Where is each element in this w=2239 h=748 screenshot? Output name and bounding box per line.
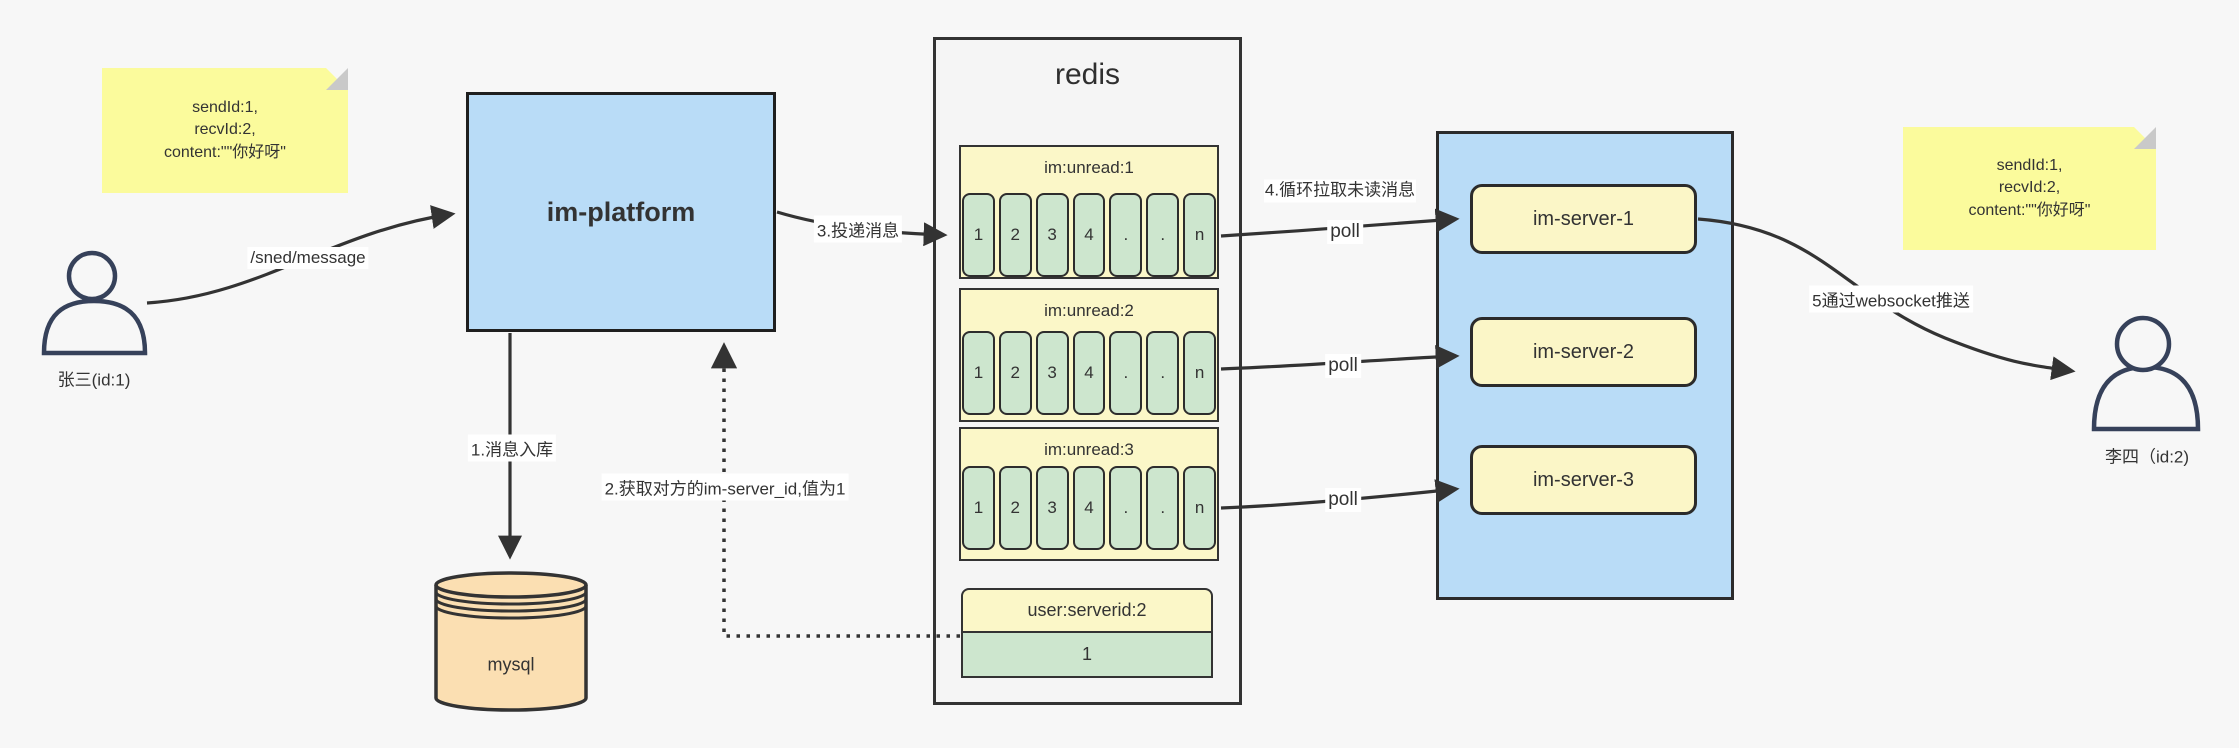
unread-list-1-header: im:unread:1	[1044, 158, 1134, 177]
unread-list-1-cells: 1 2 3 4 . . n	[962, 193, 1217, 277]
note-line: recvId:2,	[1998, 179, 2061, 197]
list-cell: 2	[998, 331, 1032, 415]
im-server-1-label: im-server-1	[1532, 207, 1635, 230]
note-line: content:""你好呀"	[164, 143, 286, 161]
unread-list-3-header: im:unread:3	[1044, 440, 1134, 459]
note-fold-icon	[326, 68, 348, 90]
note-line: sendId:1,	[1996, 157, 2063, 175]
list-cell: 4	[1072, 331, 1106, 415]
edge-label-get-serverid: 2.获取对方的im-server_id,值为1	[601, 473, 849, 501]
list-cell: 3	[1035, 193, 1069, 277]
im-server-2-label: im-server-2	[1532, 340, 1635, 363]
im-platform-label: im-platform	[546, 196, 696, 227]
sticky-note-left: sendId:1, recvId:2, content:""你好呀"	[102, 68, 348, 193]
list-cell: .	[1109, 466, 1143, 550]
edge-label-poll-3: poll	[1325, 488, 1361, 512]
list-cell: 3	[1035, 466, 1069, 550]
im-server-1-box: im-server-1	[1470, 184, 1697, 254]
list-cell: n	[1183, 193, 1217, 277]
sender-label: 张三(id:1)	[57, 370, 131, 390]
list-cell: 2	[998, 193, 1032, 277]
list-cell: .	[1109, 331, 1143, 415]
note-line: content:""你好呀"	[1968, 201, 2091, 219]
sender-person-icon	[41, 250, 148, 356]
list-cell: .	[1109, 193, 1143, 277]
im-server-3-label: im-server-3	[1532, 468, 1635, 491]
receiver-person-icon	[2091, 315, 2201, 432]
mysql-database-cylinder-icon	[434, 571, 588, 712]
mysql-label: mysql	[487, 654, 535, 675]
unread-list-3-cells: 1 2 3 4 . . n	[962, 466, 1217, 550]
list-cell: 2	[998, 466, 1032, 550]
list-cell: n	[1183, 331, 1217, 415]
edge-label-poll-1: poll	[1327, 220, 1363, 244]
list-cell: 1	[962, 193, 995, 277]
list-cell: n	[1183, 466, 1217, 550]
edge-label-poll-2: poll	[1325, 354, 1361, 378]
redis-title: redis	[1054, 58, 1121, 91]
sticky-note-right: sendId:1, recvId:2, content:""你好呀"	[1903, 127, 2156, 250]
list-cell: 4	[1072, 193, 1106, 277]
list-cell: 3	[1035, 331, 1069, 415]
list-cell: .	[1146, 193, 1180, 277]
edge-label-send: /sned/message	[247, 247, 369, 269]
note-fold-icon	[2134, 127, 2156, 149]
unread-list-2-header: im:unread:2	[1044, 301, 1134, 320]
list-cell: 1	[962, 466, 995, 550]
list-cell: 4	[1072, 466, 1106, 550]
note-line: sendId:1,	[192, 99, 258, 117]
im-server-2-box: im-server-2	[1470, 317, 1697, 387]
user-serverid-header: user:serverid:2	[961, 588, 1213, 633]
edge-label-store: 1.消息入库	[467, 434, 557, 462]
edge-label-pull: 4.循环拉取未读消息	[1264, 179, 1416, 203]
im-platform-box: im-platform	[466, 92, 776, 332]
list-cell: .	[1146, 466, 1180, 550]
im-server-3-box: im-server-3	[1470, 445, 1697, 515]
unread-list-2-cells: 1 2 3 4 . . n	[962, 331, 1217, 415]
list-cell: 1	[962, 331, 995, 415]
edge-label-websocket-push: 5通过websocket推送	[1809, 285, 1973, 313]
receiver-label: 李四（id:2)	[2104, 447, 2190, 467]
list-cell: .	[1146, 331, 1180, 415]
edge-label-deliver: 3.投递消息	[813, 215, 903, 243]
user-serverid-value: 1	[961, 633, 1213, 678]
note-line: recvId:2,	[194, 121, 256, 139]
